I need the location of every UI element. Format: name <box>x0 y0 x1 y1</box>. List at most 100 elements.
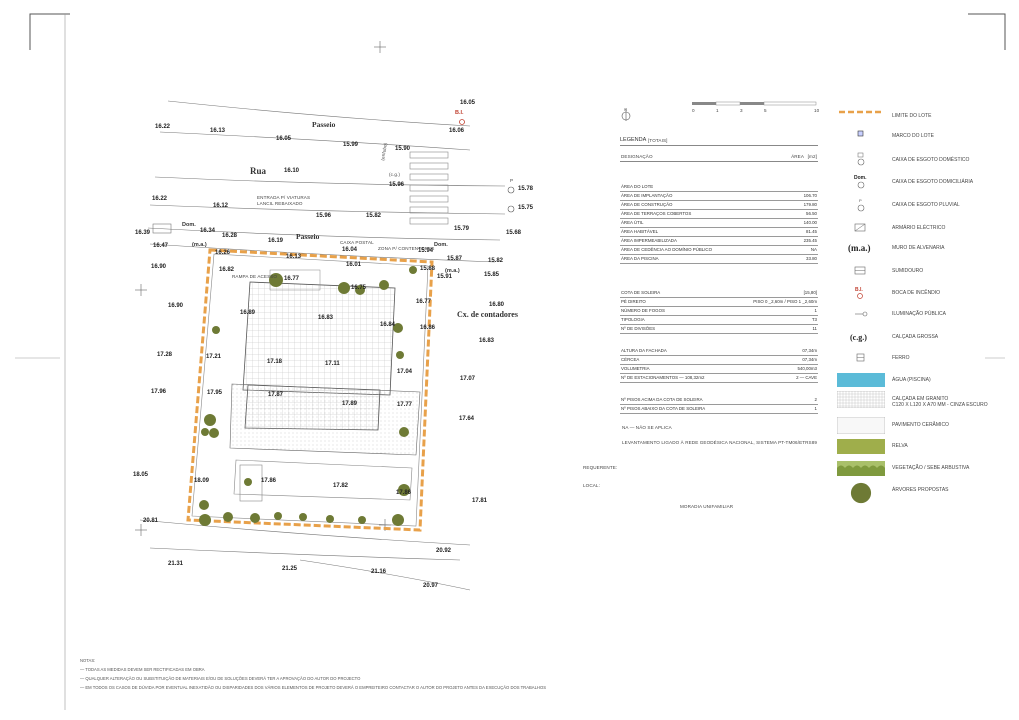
elevation-label: 16.01 <box>346 262 362 268</box>
param-value: [15,80] <box>803 290 817 295</box>
elevation-label: 17.82 <box>333 483 349 489</box>
elevation-label: 16.80 <box>489 302 505 308</box>
elevation-label: 16.13 <box>210 128 226 134</box>
symbol-label: CALÇADA GROSSA <box>892 334 939 340</box>
north-arrow-icon: N <box>621 107 631 121</box>
legend-requerente: REQUERENTE: <box>583 465 618 470</box>
elevation-label: 16.90 <box>151 264 167 270</box>
elevation-label: 16.22 <box>152 196 168 202</box>
elevation-label: 16.22 <box>155 124 171 130</box>
svg-text:N: N <box>624 107 627 112</box>
elevation-label: 17.81 <box>472 498 488 504</box>
hedge-icon <box>837 460 885 477</box>
street-label-passeio-bottom: Passeio <box>296 232 320 241</box>
annotation-rampa: RAMPA DE ACESSO <box>232 274 278 279</box>
param-value: 1 <box>814 308 817 313</box>
symbol-label: MURO DE ALVENARIA <box>892 245 945 251</box>
elevation-label: 16.90 <box>168 303 184 309</box>
legend-col-area: ÁREA <box>791 154 804 159</box>
elevation-label: 15.68 <box>506 230 522 236</box>
elevation-label: 16.83 <box>318 315 334 321</box>
elevation-label: 15.96 <box>316 213 332 219</box>
legend-survey-note: LEVANTAMENTO LIGADO À REDE GEODÉSICA NAC… <box>622 440 818 445</box>
scale-tick-5: 5 <box>764 108 767 113</box>
elevation-label: 16.89 <box>240 310 256 316</box>
elevation-label: 18.05 <box>133 472 149 478</box>
elevation-label: 16.12 <box>213 203 229 209</box>
elevation-label: 21.31 <box>168 561 184 567</box>
cg-icon: (c.g.) <box>837 329 885 346</box>
water-icon <box>837 372 885 389</box>
notes-line-2: — QUALQUER ALTERAÇÃO OU SUBSTITUIÇÃO DE … <box>80 676 361 681</box>
elevation-label: 17.11 <box>325 361 340 367</box>
square-marker-icon <box>837 128 885 145</box>
elevation-label: 16.47 <box>153 243 169 249</box>
elevation-label: 16.34 <box>200 228 216 234</box>
elevation-label: 15.79 <box>454 226 470 232</box>
area-key: ÁREA ÚTIL <box>621 220 644 225</box>
annotation-caixa-postal: CAIXA POSTAL <box>340 240 374 245</box>
elevation-label: 16.39 <box>135 230 151 236</box>
notes-block: NOTAS: — TODAS AS MEDIDAS DEVEM SER RECT… <box>80 656 546 692</box>
elevation-label: 17.04 <box>397 369 413 375</box>
annotation-ma-right: (m.a.) <box>445 268 460 274</box>
scale-tick-1: 1 <box>716 108 719 113</box>
symbol-label: PAVIMENTO CERÂMICO <box>892 422 949 428</box>
notes-line-1: — TODAS AS MEDIDAS DEVEM SER RECTIFICADA… <box>80 667 205 672</box>
height-key: VOLUMETRIA <box>621 366 650 371</box>
notes-line-3: — EM TODOS OS CASOS DE DÚVIDA POR EVENTU… <box>80 685 546 690</box>
elevation-label: 17.86 <box>396 490 412 496</box>
symbol-label: CAIXA DE ESGOTO PLUVIAL <box>892 202 960 208</box>
symbol-label: RELVA <box>892 443 908 449</box>
legend-na-note: NA — NÃO SE APLICA <box>622 425 672 430</box>
elevation-label: 15.96 <box>389 182 405 188</box>
annotation-ma-left: (m.a.) <box>192 242 207 248</box>
elevation-label: 16.05 <box>460 100 476 106</box>
height-key: ALTURA DA FACHADA <box>621 348 667 353</box>
elevation-label: 16.77 <box>284 276 300 282</box>
elevation-label: 16.05 <box>276 136 292 142</box>
elevation-label: 17.21 <box>206 354 222 360</box>
scale-tick-10: 10 <box>814 108 820 113</box>
param-key: TIPOLOGIA <box>621 317 645 322</box>
area-value: 33.80 <box>806 256 817 261</box>
height-key: Nº DE ESTACIONAMENTOS — 108,32m2 <box>621 375 705 380</box>
svg-text:B.I.: B.I. <box>855 287 863 293</box>
scale-tick-3: 3 <box>740 108 743 113</box>
legend-col-designacao: DESIGNAÇÃO <box>621 154 653 159</box>
area-key: ÁREA DE CONSTRUÇÃO <box>621 202 673 207</box>
legend-local: LOCAL: <box>583 483 600 488</box>
svg-text:(c.g.): (c.g.) <box>850 333 867 342</box>
height-value: 07,34m <box>802 357 817 362</box>
legend-project: MORADIA UNIFAMILIAR <box>680 504 734 509</box>
svg-text:P: P <box>859 198 862 203</box>
param-row: COTA DE SOLEIRA[15,80] <box>620 289 818 298</box>
symbol-label: CAIXA DE ESGOTO DOMICILIÁRIA <box>892 179 974 185</box>
circle-p-icon: P <box>837 197 885 214</box>
symbol-label: MARCO DO LOTE <box>892 133 934 139</box>
cabinet-icon <box>837 220 885 237</box>
elevation-label: 15.75 <box>518 205 534 211</box>
area-key: ÁREA DA PISCINA <box>621 256 659 261</box>
elevation-label: 17.64 <box>459 416 475 422</box>
floors-key: Nº PISOS ABAIXO DA COTA DE SOLEIRA <box>621 406 706 411</box>
area-value: 106.70 <box>803 193 817 198</box>
area-value: 56.50 <box>806 211 817 216</box>
elevation-label: 15.90 <box>395 146 411 152</box>
symbol-label: ÁGUA (PISCINA) <box>892 377 931 383</box>
floors-key: Nº PISOS ACIMA DA COTA DE SOLEIRA <box>621 397 703 402</box>
elevation-label: 17.95 <box>207 390 223 396</box>
symbol-label-secondary: C120 X L120 X A70 MM - CINZA ESCURO <box>892 402 988 408</box>
symbol-label: ARMÁRIO ELÉCTRICO <box>892 225 946 231</box>
dashed-orange-line-icon <box>837 108 885 125</box>
